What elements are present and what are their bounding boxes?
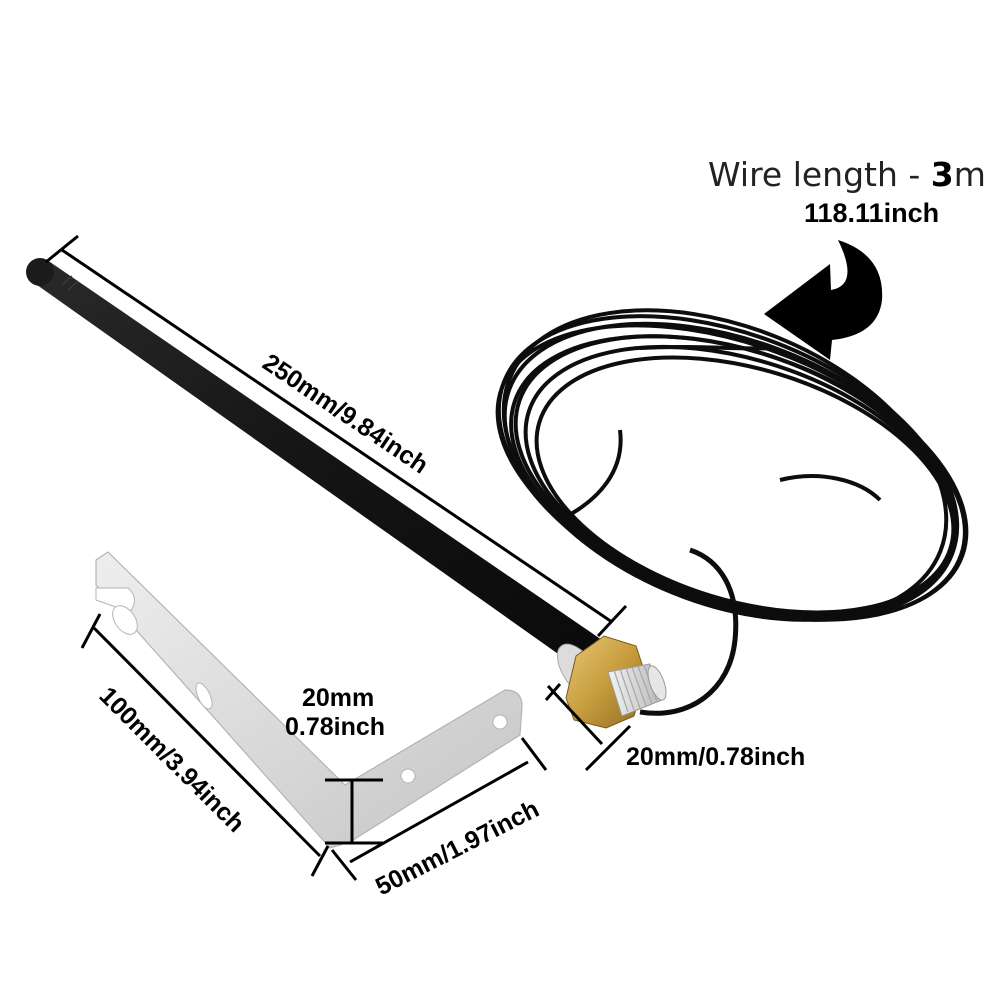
- cable-coil: [495, 308, 969, 716]
- wire-length-unit: m: [953, 155, 986, 194]
- wire-length-inches: 118.11inch: [804, 198, 940, 228]
- dimension-lines: [45, 234, 632, 881]
- bracket-width-label-inch: 0.78inch: [285, 713, 386, 741]
- curved-arrow-icon: [764, 240, 883, 360]
- bracket-width-label-mm: 20mm: [302, 684, 375, 712]
- wire-length-title: Wire length - 3m: [708, 158, 986, 191]
- connector-width-label: 20mm/0.78inch: [626, 743, 806, 771]
- antenna-connector: [556, 635, 667, 729]
- wire-length-value: 3: [930, 155, 954, 194]
- wire-length-prefix: Wire length -: [708, 155, 931, 194]
- antenna-body: [26, 258, 602, 668]
